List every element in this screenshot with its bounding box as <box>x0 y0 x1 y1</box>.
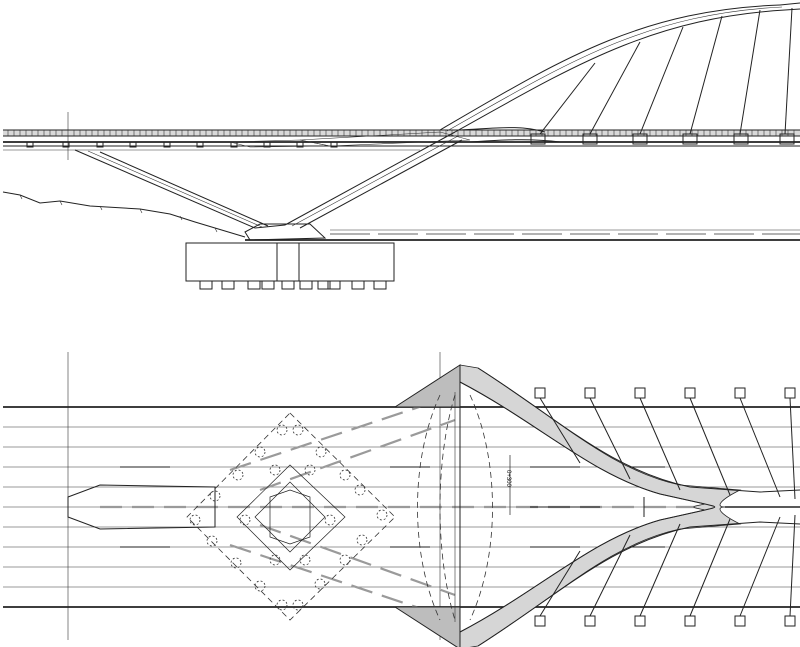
pile <box>247 281 261 290</box>
pile-circle <box>209 490 221 502</box>
arch-hangers <box>539 7 793 135</box>
pile-circle <box>269 554 281 566</box>
left-strut <box>74 149 269 229</box>
deck-post <box>163 141 171 148</box>
beam-bottom <box>534 615 546 627</box>
pier-cap <box>244 223 327 241</box>
beam-bottom <box>634 615 646 627</box>
beam-bottom <box>584 615 596 627</box>
pile-circle <box>276 424 288 436</box>
pile-circle <box>254 446 266 458</box>
pile-circle <box>339 554 351 566</box>
deck-post <box>296 141 304 148</box>
beam-top <box>584 387 596 399</box>
hanger-bottom <box>589 534 631 617</box>
pile-circle <box>299 554 311 566</box>
beam-bottom <box>684 615 696 627</box>
plan-view: 0+300 <box>3 352 800 647</box>
pile-circle <box>206 535 218 547</box>
beam-top <box>534 387 546 399</box>
pile-circle <box>376 509 388 521</box>
arch-strut <box>284 131 463 229</box>
pier-outline <box>236 464 346 571</box>
beam-bottom <box>784 615 796 627</box>
deck-post <box>129 141 137 148</box>
deck-post <box>196 141 204 148</box>
pile-circle <box>339 469 351 481</box>
hanger-top <box>739 397 781 498</box>
pile-circle <box>269 464 281 476</box>
hanger-bottom <box>789 514 796 617</box>
arch-lower-chord <box>459 127 546 133</box>
hanger-top <box>639 397 681 491</box>
pile <box>373 281 387 290</box>
deck-post <box>62 141 70 148</box>
pile <box>327 281 341 290</box>
beam-top <box>684 387 696 399</box>
plan-cross-beams <box>534 387 796 627</box>
beam-top <box>634 387 646 399</box>
beam-bottom <box>734 615 746 627</box>
pile-circles <box>189 424 388 611</box>
pier-inner <box>254 481 326 553</box>
pile-circle <box>232 469 244 481</box>
terrain-hatching <box>19 194 218 233</box>
elevation-view <box>2 2 800 290</box>
deck-transition-2 <box>229 139 331 148</box>
foundation <box>185 242 395 290</box>
pile-circle <box>239 514 251 526</box>
strut-node <box>254 224 286 229</box>
pile-circle <box>292 424 304 436</box>
pile-circle <box>354 484 366 496</box>
approach-nose <box>67 484 216 530</box>
pile-circle <box>276 599 288 611</box>
hanger-top <box>689 397 731 496</box>
terrain-line <box>2 191 246 238</box>
pile-circle <box>292 599 304 611</box>
arch-outer-edge-top <box>477 367 800 493</box>
pile-circle <box>315 446 327 458</box>
pile <box>299 281 313 290</box>
hanger-bottom <box>639 523 681 617</box>
station-label: 0+300 <box>505 470 511 488</box>
deck <box>3 129 800 151</box>
hanger-bottom <box>739 516 781 617</box>
pile <box>261 281 275 290</box>
pile <box>317 281 331 290</box>
lens-curves <box>417 394 493 621</box>
hanger-bottom <box>689 518 731 617</box>
pile-circle <box>230 557 242 569</box>
pile-circle <box>254 580 266 592</box>
pile-circle <box>314 578 326 590</box>
pile-circle <box>189 514 201 526</box>
beam-top <box>734 387 746 399</box>
ground-lines <box>245 229 800 241</box>
lane-markings <box>120 466 665 548</box>
springing-top <box>393 364 461 408</box>
pile <box>281 281 295 290</box>
pile <box>199 281 213 290</box>
beam-top <box>784 387 796 399</box>
pier-core <box>269 489 311 545</box>
deck-post <box>96 141 104 148</box>
deck-post <box>26 141 34 148</box>
pile <box>221 281 235 290</box>
arch-lower-chord-2 <box>469 139 561 143</box>
deck-post <box>330 141 338 148</box>
hanger-top <box>789 397 796 500</box>
pile-circle <box>324 514 336 526</box>
arch <box>439 2 800 133</box>
pile-circle <box>304 464 316 476</box>
arch-outer-edge-bottom <box>477 521 800 647</box>
hanger-bottom <box>539 550 581 617</box>
pile <box>351 281 365 290</box>
pile-circle <box>356 534 368 546</box>
hanger-top <box>589 397 631 480</box>
pile-cap-outline <box>186 412 396 621</box>
springing-bottom <box>393 606 461 647</box>
hanger-top <box>539 397 581 464</box>
arch-inner-edge <box>459 381 716 633</box>
